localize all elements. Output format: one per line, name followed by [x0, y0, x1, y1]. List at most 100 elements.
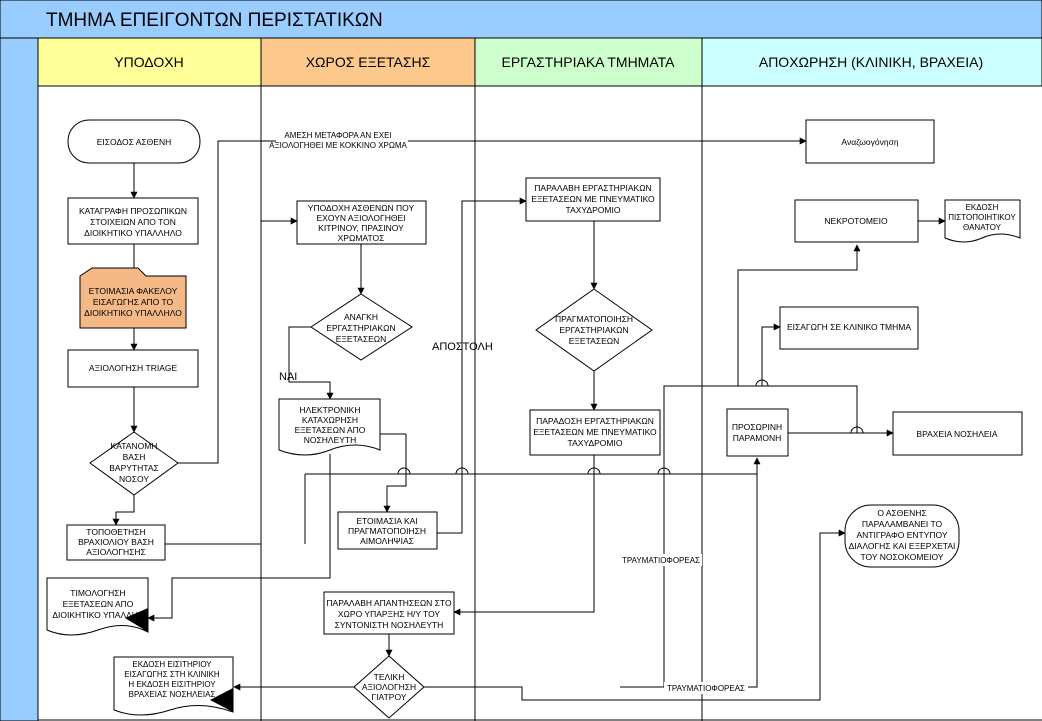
arrow-send-to-lab	[437, 197, 527, 534]
stretcher-label: ΤΡΑΥΜΑΤΙΟΦΟΡΕΑΣ	[667, 684, 745, 693]
node-receive-results	[323, 591, 455, 635]
node-billing-line: ΤΙΜΟΛΟΓΗΣΗ	[70, 588, 125, 598]
lane-header-reception-bg	[37, 37, 262, 87]
node-blood-line: ΑΙΜΟΛΗΨΙΑΣ	[360, 536, 414, 546]
node-need-lab-line: ΑΝΑΓΚΗ	[344, 312, 378, 322]
document-fold-mark	[210, 688, 233, 712]
direct-transfer-line: ΑΞΙΟΛΟΓΗΘΕΙ ΜΕ ΚΟΚΚΙΝΟ ΧΡΩΜΑ	[269, 141, 407, 150]
node-folder-line: ΕΙΣΑΓΩΓΗΣ ΑΠΟ ΤΟ	[93, 297, 174, 307]
document-fold-mark	[125, 608, 148, 632]
node-need-lab-line: ΕΞΕΤΑΣΕΩΝ	[336, 334, 387, 344]
arrow-record-to-blood	[383, 434, 407, 513]
node-morgue	[794, 199, 919, 243]
node-patient-leaves	[844, 504, 960, 568]
line-jump	[455, 467, 469, 475]
arrow-to-billing	[147, 454, 331, 622]
node-lab-deliver-line: ΤΑΧΥΔΡΟΜΙΟ	[568, 438, 623, 448]
arrow-to-morgue	[737, 244, 861, 386]
yes-label: ΝΑΙ	[279, 371, 297, 383]
arrow-yes-to-record	[288, 326, 334, 400]
node-billing-document	[46, 577, 149, 636]
node-admit-clinic	[779, 306, 919, 350]
node-need-lab-line: ΕΡΓΑΣΤΗΡΙΑΚΩΝ	[326, 323, 395, 333]
node-leave-line: Ο ΑΣΘΕΝΗΣ	[877, 508, 926, 518]
lane-header-reception: ΥΠΟΔΟΧΗ	[114, 54, 183, 70]
lane-header-exam-bg	[260, 37, 476, 87]
node-ticket-line: ΕΙΣΑΓΩΓΗΣ ΣΤΗ ΚΛΙΝΙΚΗ	[124, 670, 220, 679]
node-final-eval-line: ΓΙΑΤΡΟΥ	[372, 692, 407, 702]
node-resuscitation	[805, 119, 935, 164]
diagram-title: ΤΜΗΜΑ ΕΠΕΙΓΟΝΤΩΝ ΠΕΡΙΣΤΑΤΙΚΩΝ	[46, 10, 383, 31]
node-reception-patients-line: ΕΧΟΥΝ ΑΞΙΟΛΟΓΗΘΕΙ	[317, 213, 406, 223]
node-e-record-line: ΕΞΕΤΑΣΕΩΝ ΑΠΟ	[295, 425, 366, 435]
node-lab-perform-line: ΠΡΑΓΜΑΤΟΠΟΙΗΣΗ	[555, 314, 633, 324]
connectors	[112, 137, 946, 701]
node-patient-entry-label: ΕΙΣΟΔΟΣ ΑΣΘΕΝΗ	[97, 137, 171, 147]
node-lab-perform-line: ΕΞΕΤΑΣΕΩΝ	[569, 336, 620, 346]
node-billing-line: ΔΙΟΙΚΗΤΙΚΟ ΥΠΑΛΛΗΛ	[52, 610, 144, 620]
node-leave-line: ΑΝΤΙΓΡΑΦΟ ΕΝΤΥΠΟΥ	[856, 530, 947, 540]
direct-transfer-label-bg	[276, 130, 408, 150]
arrow-classify-to-bed	[112, 495, 135, 526]
node-death-certificate	[944, 199, 1021, 243]
node-death-cert-line: ΕΚΔΟΣΗ	[966, 203, 999, 212]
node-register-line: ΚΑΤΑΓΡΑΦΗ ΠΡΟΣΩΠΙΚΩΝ	[79, 206, 187, 216]
connector-segment	[738, 385, 858, 433]
node-bracelet	[66, 524, 166, 561]
node-lab-deliver-line: ΠΑΡΑΔΟΣΗ ΕΡΓΑΣΤΗΡΙΑΚΩΝ	[536, 416, 654, 426]
node-final-eval-decision	[353, 655, 425, 719]
node-need-lab-decision	[310, 293, 413, 361]
node-final-eval-line: ΑΞΙΟΛΟΓΗΣΗ	[362, 682, 416, 692]
node-receive-results-line: ΠΑΡΑΛΑΒΗ ΑΠΑΝΤΗΣΕΩΝ ΣΤΟ	[326, 598, 452, 608]
line-jump	[850, 426, 864, 434]
stretcher-label-bg	[620, 554, 702, 566]
node-lab-perform-decision	[535, 288, 653, 372]
node-patient-entry	[67, 119, 201, 164]
node-folder	[79, 267, 187, 329]
node-blood-line: ΠΡΑΓΜΑΤΟΠΟΙΗΣΗ	[348, 526, 426, 536]
node-bracelet-line: ΤΟΠΟΘΕΤΗΣΗ	[86, 527, 145, 537]
node-classify-line: ΝΟΣΟΥ	[119, 474, 149, 484]
node-leave-line: ΔΙΑΛΟΓΗΣ ΚΑΙ ΕΞΕΡΧΕΤΑΙ	[849, 541, 956, 551]
node-e-record-line: ΚΑΤΑΧΩΡΗΣΗ	[302, 415, 358, 425]
node-lab-receive-line: ΕΞΕΤΑΣΕΩΝ ΜΕ ΠΝΕΥΜΑΤΙΚΟ	[531, 194, 655, 204]
node-ticket-document	[113, 656, 234, 716]
node-classify-line: ΚΑΤΑΝΟΜΗ	[111, 441, 158, 451]
node-e-record-line: ΝΟΣΗΛΕΥΤΗ	[304, 435, 357, 445]
line-jump	[587, 467, 601, 475]
node-final-eval-line: ΤΕΛΙΚΗ	[374, 672, 405, 682]
node-reception-patients-line: ΥΠΟΔΟΧΗ ΑΣΘΕΝΩΝ ΠΟΥ	[308, 203, 415, 213]
node-temporary-stay	[726, 408, 789, 457]
node-death-cert-line: ΘΑΝΑΤΟΥ	[963, 223, 1002, 232]
node-lab-receive	[525, 177, 661, 222]
node-admit-clinic-label: ΕΙΣΑΓΩΓΗ ΣΕ ΚΛΙΝΙΚΟ ΤΜΗΜΑ	[787, 322, 911, 332]
node-ticket-line: ΕΚΔΟΣΗ ΕΙΣΙΤΗΡΙΟΥ	[132, 660, 212, 669]
arrow-direct-transfer	[178, 137, 807, 464]
lane-header-lab-bg	[474, 37, 703, 87]
arrow-deliver-to-results	[453, 455, 595, 616]
node-death-cert-line: ΠΙΣΤΟΠΟΙΗΤΙΚΟΥ	[948, 213, 1016, 222]
node-reception-patients-line: ΧΡΩΜΑΤΟΣ	[338, 233, 385, 243]
node-bracelet-line: ΒΡΑΧΙΟΛΙΟΥ ΒΑΣΗ	[78, 537, 154, 547]
line-jump	[397, 467, 411, 475]
node-folder-line: ΔΙΟΙΚΗΤΙΚΟ ΥΠΑΛΛΗΛΟ	[84, 308, 182, 318]
node-leave-line: ΠΑΡΑΛΑΜΒΑΝΕΙ ΤΟ	[862, 519, 943, 529]
title-bar	[0, 0, 1042, 39]
node-e-record-document	[278, 398, 381, 456]
lane-header-discharge: ΑΠΟΧΩΡΗΣΗ (ΚΛΙΝΙΚΗ, ΒΡΑΧΕΙΑ)	[759, 54, 983, 70]
node-temp-stay-line: ΠΑΡΑΜΟΝΗ	[733, 433, 782, 443]
node-triage-label: ΑΞΙΟΛΟΓΗΣΗ TRIAGE	[89, 363, 178, 373]
lane-header-exam: ΧΩΡΟΣ ΕΞΕΤΑΣΗΣ	[306, 54, 431, 70]
node-lab-deliver-line: ΕΞΕΤΑΣΕΩΝ ΜΕ ΠΝΕΥΜΑΤΙΚΟ	[533, 427, 657, 437]
node-bracelet-line: ΑΞΙΟΛΟΓΗΣΗΣ	[86, 547, 146, 557]
node-e-record-line: ΗΛΕΚΤΡΟΝΙΚΗ	[300, 405, 361, 415]
node-lab-deliver	[529, 409, 661, 456]
node-ticket-line: ΒΡΑΧΕΙΑΣ ΝΟΣΗΛΕΙΑΣ	[129, 690, 216, 699]
node-reception-patients	[296, 200, 427, 245]
left-band	[0, 37, 39, 721]
node-classify-decision	[89, 431, 179, 496]
node-classify-line: ΒΑΣΗ	[123, 452, 146, 462]
node-temp-stay-line: ΠΡΟΣΩΡΙΝΗ	[732, 422, 782, 432]
